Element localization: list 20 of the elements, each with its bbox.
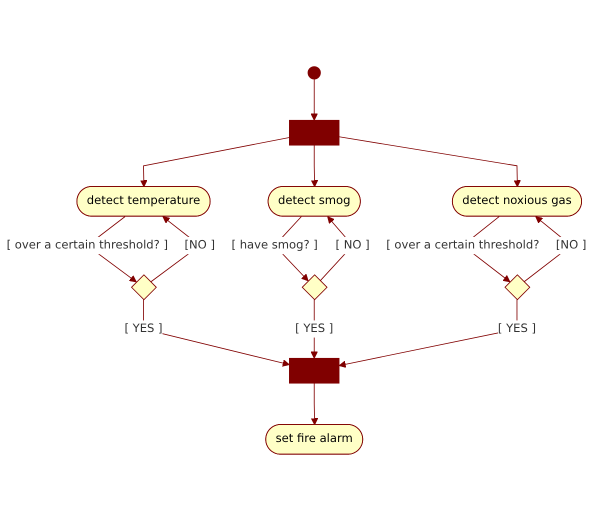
edge-label: [ over a certain threshold? [386, 238, 540, 252]
arrow [338, 136, 521, 187]
edge-label: [NO ] [184, 238, 215, 252]
arrow [310, 382, 318, 425]
arrow [310, 78, 318, 120]
edge-label: [ YES ] [295, 322, 334, 335]
edge-label: [ YES ] [124, 322, 163, 335]
node-bar [289, 358, 340, 384]
edge-label: [ over a certain threshold? ] [6, 238, 168, 252]
node-diamond [130, 274, 157, 300]
arrow [310, 144, 318, 187]
edge-label: [ have smog? ] [231, 238, 318, 252]
node-bar [289, 120, 340, 146]
edge-label: [NO ] [556, 238, 586, 252]
node-diamond [302, 274, 328, 300]
node-circle [308, 66, 321, 79]
node-diamond [504, 274, 530, 300]
edge-label: [ YES ] [498, 322, 536, 335]
arrow [140, 136, 290, 187]
edge-label: [ NO ] [336, 238, 370, 252]
